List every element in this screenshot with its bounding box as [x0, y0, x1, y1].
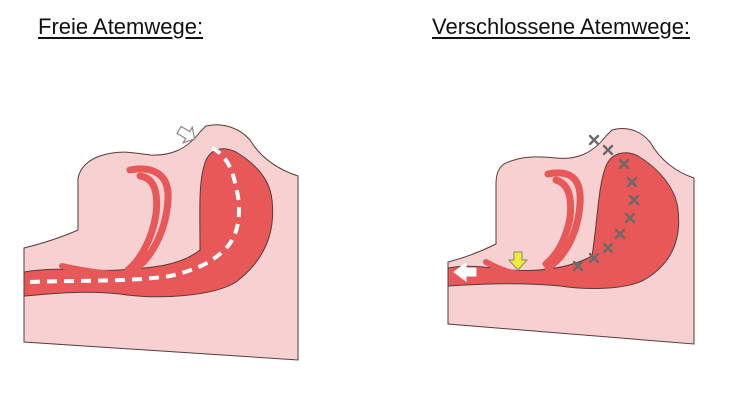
tongue-outline [124, 165, 172, 276]
airway-region [23, 148, 274, 298]
title-obstructed-airway: Verschlossene Atemwege: [432, 14, 691, 39]
arrow-down-icon [507, 251, 529, 271]
soft-palate [59, 263, 143, 278]
tongue-outline [542, 169, 584, 272]
arrow-down-left-icon [176, 125, 196, 144]
soft-palate [483, 259, 529, 277]
airflow-path [29, 144, 241, 284]
cross-marks-icon [572, 134, 640, 272]
arrow-left-icon [453, 262, 477, 282]
title-open-airway: Freie Atemwege: [38, 14, 204, 39]
